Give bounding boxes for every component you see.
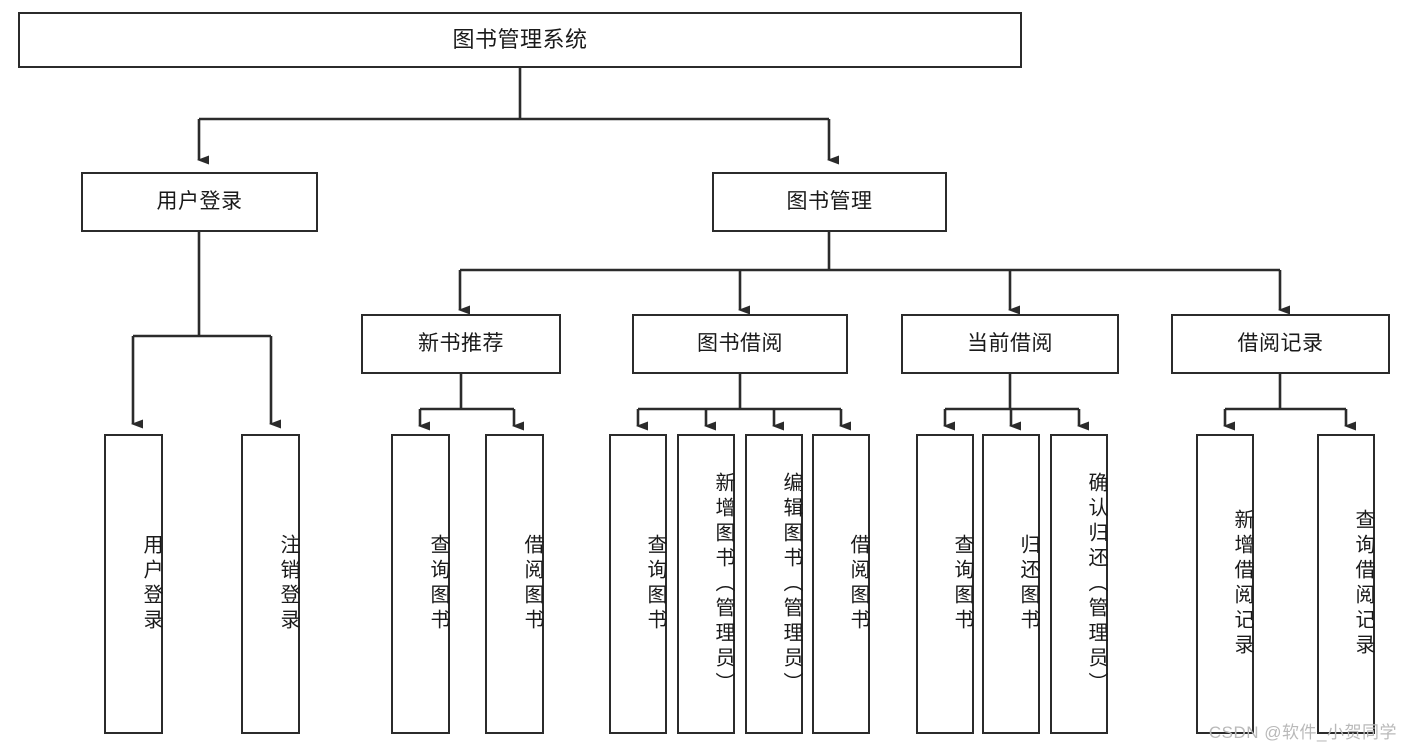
node-user-login[interactable]: 用户登录 [81, 172, 318, 232]
node-book-borrow[interactable]: 图书借阅 [632, 314, 848, 374]
node-leaf-add-borrow-record[interactable]: 新增借阅记录 [1196, 434, 1254, 734]
node-leaf-query-book-new[interactable]: 查询图书 [391, 434, 450, 734]
node-borrow-record[interactable]: 借阅记录 [1171, 314, 1390, 374]
node-root[interactable]: 图书管理系统 [18, 12, 1022, 68]
watermark: CSDN @软件_小贺同学 [1208, 723, 1397, 742]
node-leaf-edit-book-admin[interactable]: 编辑图书（管理员） [745, 434, 803, 734]
node-leaf-return-book[interactable]: 归还图书 [982, 434, 1040, 734]
node-leaf-logout[interactable]: 注销登录 [241, 434, 300, 734]
node-leaf-query-book-borrow[interactable]: 查询图书 [609, 434, 667, 734]
node-leaf-query-book-current[interactable]: 查询图书 [916, 434, 974, 734]
node-leaf-borrow-book[interactable]: 借阅图书 [812, 434, 870, 734]
node-current-borrow[interactable]: 当前借阅 [901, 314, 1119, 374]
node-leaf-add-book-admin[interactable]: 新增图书（管理员） [677, 434, 735, 734]
node-leaf-query-borrow-record[interactable]: 查询借阅记录 [1317, 434, 1375, 734]
node-leaf-borrow-book-new[interactable]: 借阅图书 [485, 434, 544, 734]
node-leaf-user-login[interactable]: 用户登录 [104, 434, 163, 734]
node-new-book-recommend[interactable]: 新书推荐 [361, 314, 561, 374]
node-book-manage[interactable]: 图书管理 [712, 172, 947, 232]
node-leaf-confirm-return-admin[interactable]: 确认归还（管理员） [1050, 434, 1108, 734]
